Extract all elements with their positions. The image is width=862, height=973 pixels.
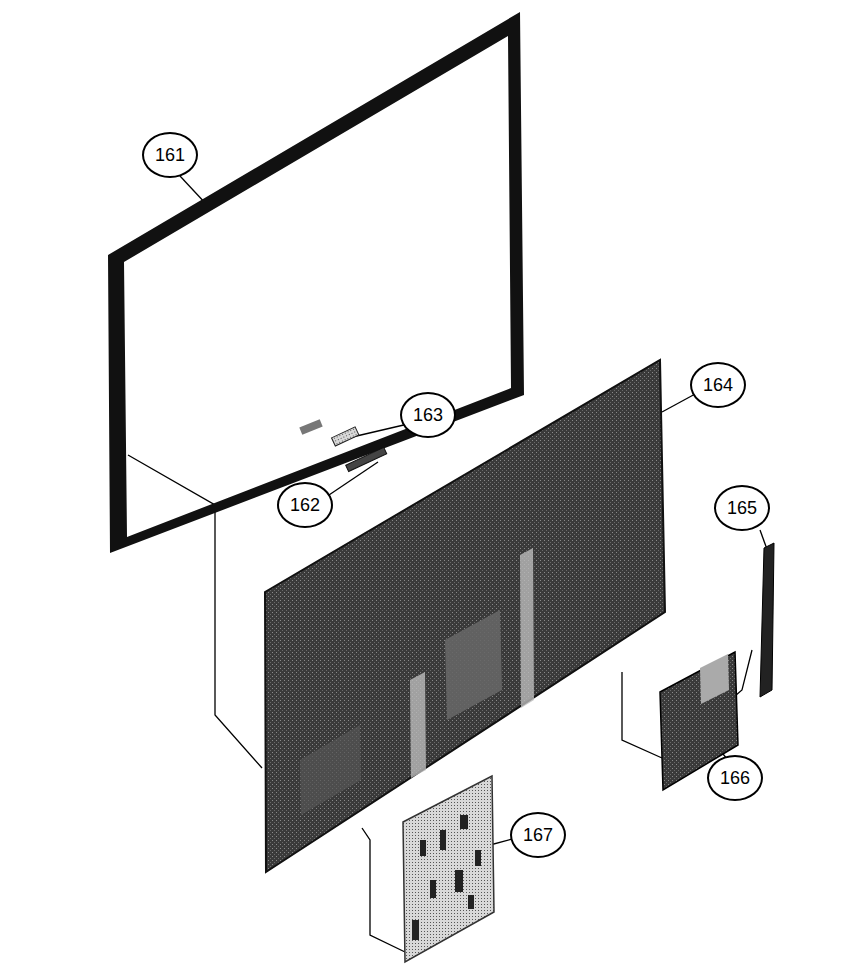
callout-number: 165 bbox=[714, 485, 770, 531]
connector-strip bbox=[760, 543, 774, 697]
circuit-board bbox=[403, 776, 494, 962]
callout-number: 162 bbox=[277, 482, 333, 528]
callout-number: 166 bbox=[707, 755, 763, 801]
small-parts bbox=[332, 427, 387, 472]
callout-number: 163 bbox=[400, 392, 456, 438]
callout-number: 164 bbox=[690, 362, 746, 408]
callout-number: 167 bbox=[510, 812, 566, 858]
callout-number: 161 bbox=[142, 132, 198, 178]
front-bezel bbox=[108, 12, 524, 553]
